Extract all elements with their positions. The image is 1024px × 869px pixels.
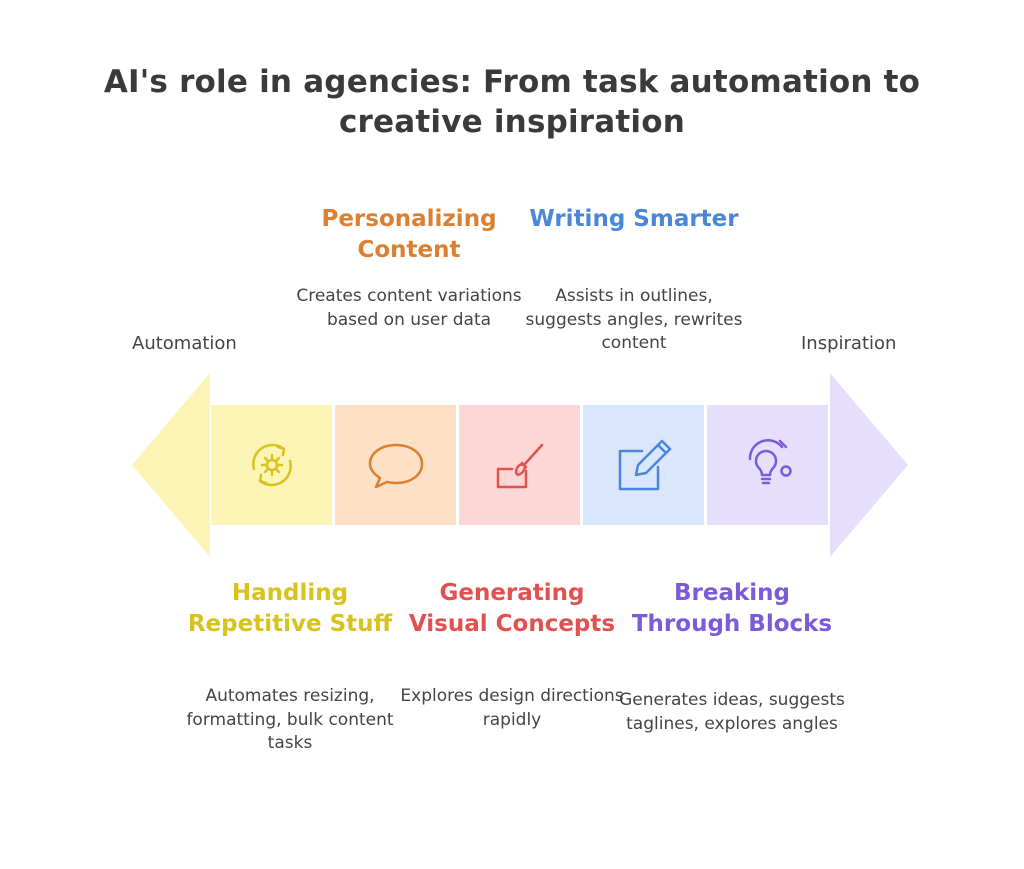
segment-personalizing [335, 405, 456, 525]
step-desc-generating: Explores design directions rapidly [400, 686, 624, 730]
cycle-gear-icon [251, 443, 292, 487]
step-title-writing: Writing Smarter [529, 206, 739, 232]
step-title-handling: Handling Repetitive Stuff [187, 580, 393, 637]
segment-writing-smarter [583, 405, 704, 525]
inspiration-label: Inspiration [801, 333, 897, 354]
step-desc-handling: Automates resizing, formatting, bulk con… [186, 686, 394, 753]
segment-handling-repetitive [211, 405, 332, 525]
step-title-breaking: Breaking Through Blocks [631, 580, 833, 637]
page-title: AI's role in agencies: From task automat… [103, 64, 921, 140]
automation-label: Automation [132, 333, 237, 354]
step-desc-breaking: Generates ideas, suggests taglines, expl… [619, 690, 845, 734]
step-desc-personalizing: Creates content variations based on user… [296, 286, 522, 330]
step-title-personalizing: Personalizing Content [321, 206, 497, 263]
left-arrowhead [132, 373, 210, 557]
right-arrowhead [830, 373, 908, 557]
paintbrush-icon [496, 443, 543, 489]
lightbulb-icon [748, 439, 792, 485]
step-title-generating: Generating Visual Concepts [408, 580, 616, 637]
edit-pen-icon [618, 439, 671, 491]
segment-generating-visual [459, 405, 580, 525]
segment-breaking-blocks [707, 405, 828, 525]
speech-bubble-icon [368, 443, 423, 489]
step-desc-writing: Assists in outlines, suggests angles, re… [525, 286, 743, 353]
